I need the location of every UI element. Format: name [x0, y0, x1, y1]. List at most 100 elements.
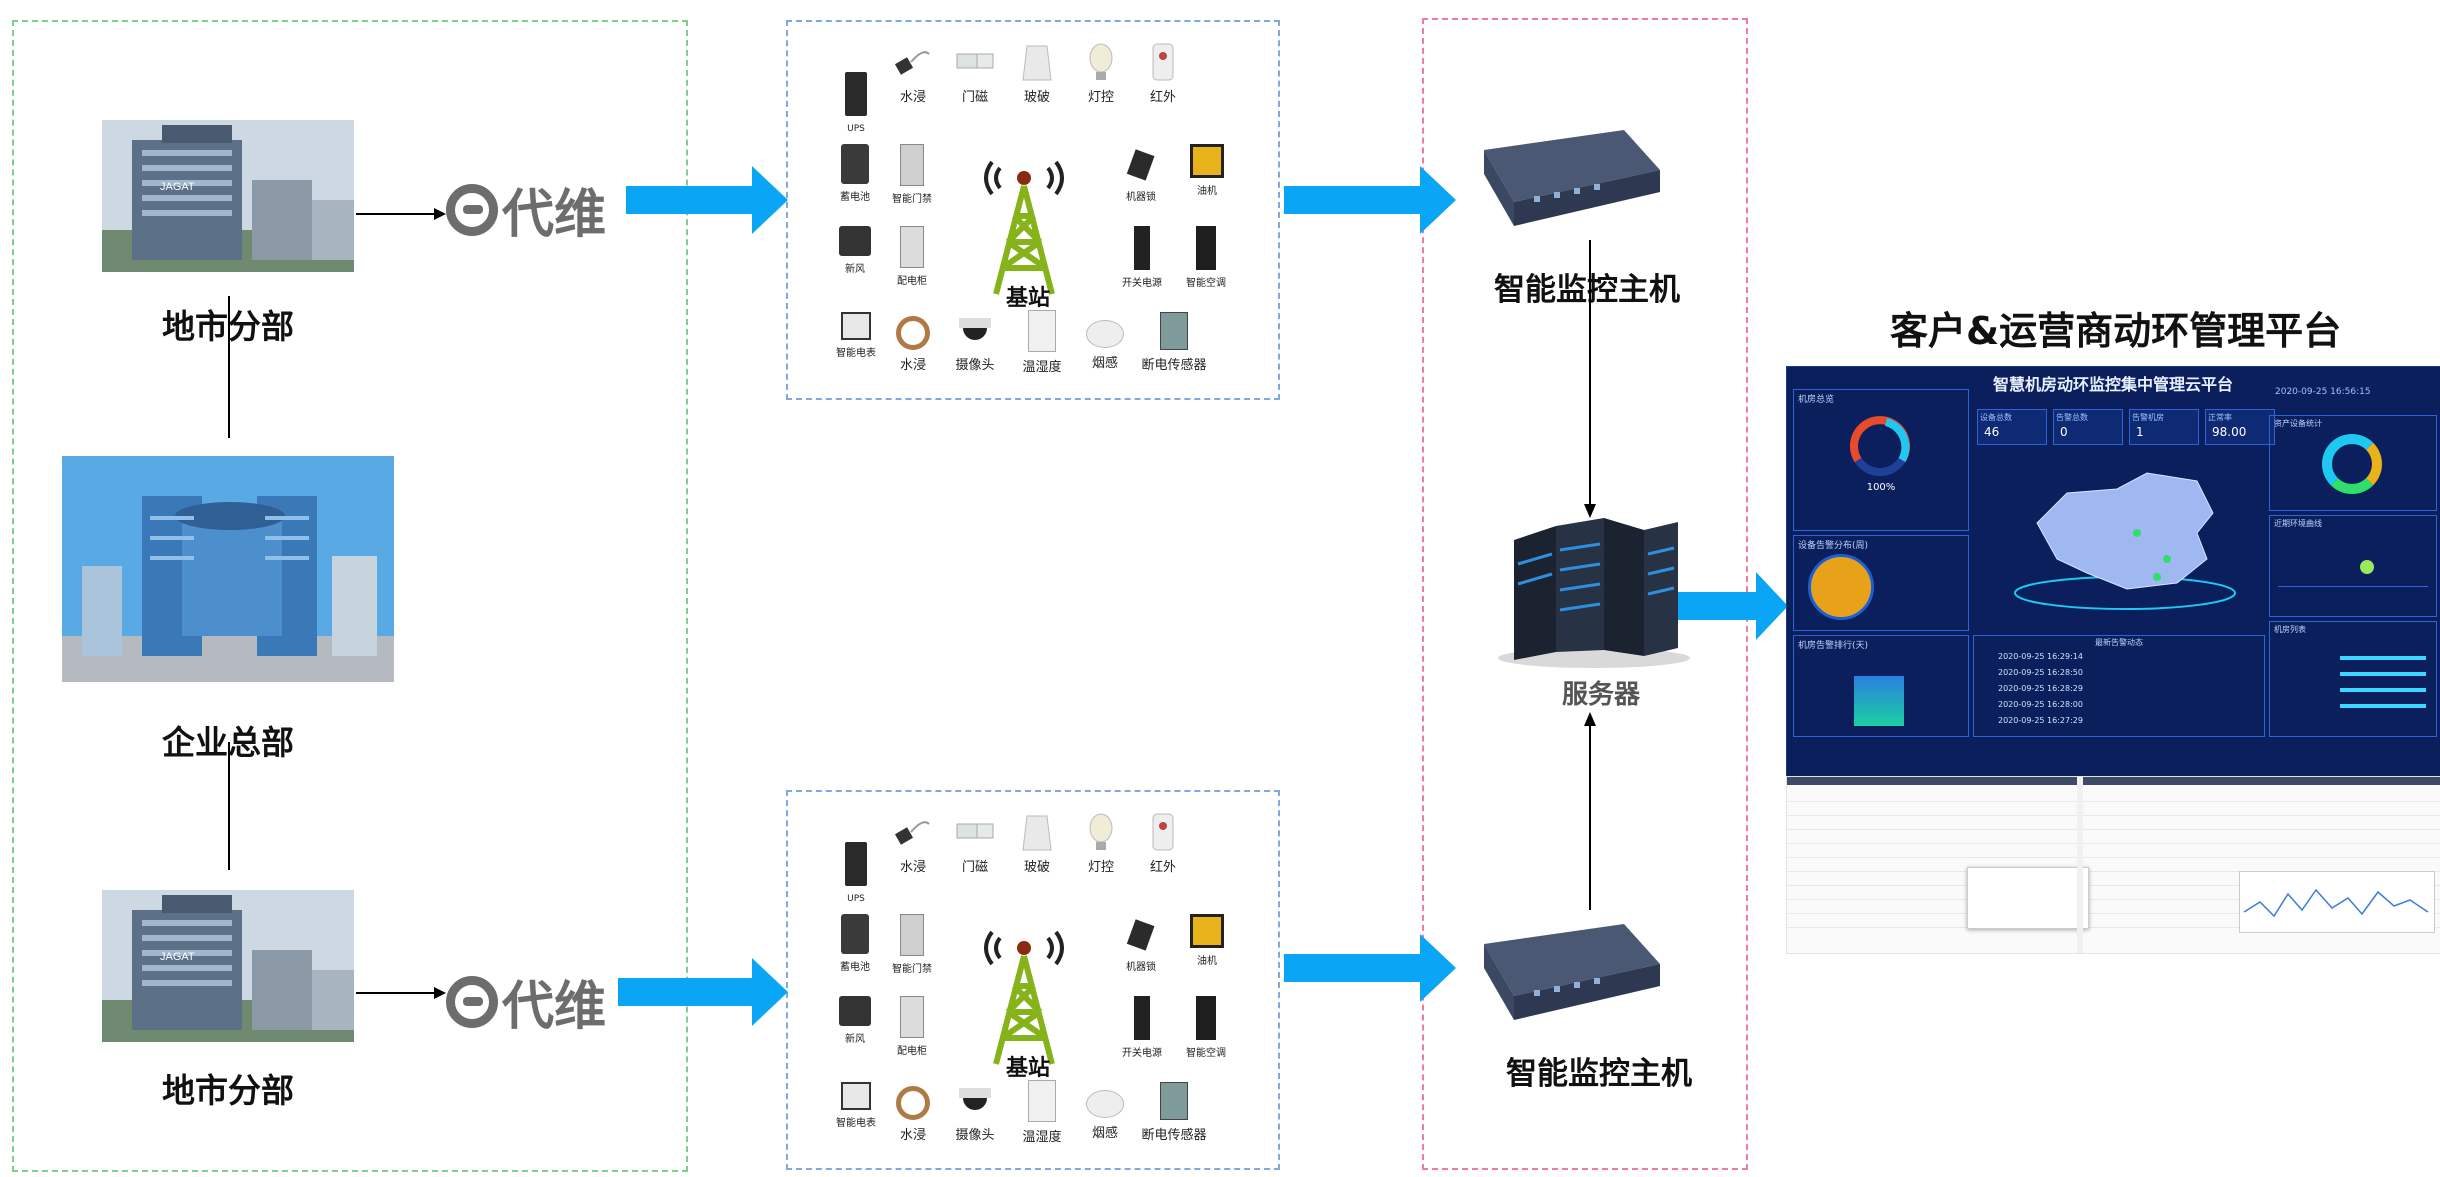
branch-building-bottom: JAGAT — [102, 890, 354, 1042]
panel-room-overview: 机房总览 100% — [1793, 389, 1969, 531]
device-smoke-sensor: 烟感 — [1080, 320, 1130, 371]
device-generator: 油机 — [1182, 914, 1232, 968]
blue-arrow-logo-bottom — [618, 958, 788, 1026]
branch-frame — [12, 20, 688, 1172]
arrow-to-logo-bottom — [356, 987, 446, 999]
connector-line-bottom — [228, 742, 230, 870]
donut — [2322, 434, 2382, 494]
dashboard-datetime: 2020-09-25 16:56:15 — [2275, 387, 2371, 397]
base-station-tower-icon — [974, 928, 1074, 1068]
station-label: 基站 — [1005, 1056, 1050, 1081]
device-battery: 蓄电池 — [830, 914, 880, 974]
monitor-host-label-top: 智能监控主机 — [1494, 272, 1680, 308]
device-distribution-cabinet: 配电柜 — [882, 996, 942, 1058]
kpi-alarm-rooms: 告警机房 1 — [2129, 409, 2199, 445]
device-water-sensor-2: 水浸 — [888, 1086, 938, 1143]
kpi-alarm-total: 告警总数 0 — [2053, 409, 2123, 445]
device-water-sensor-2: 水浸 — [888, 316, 938, 373]
daiwei-logo-bottom: 代维 — [446, 964, 606, 1039]
device-temp-humidity: 温湿度 — [1012, 310, 1072, 375]
gauge-value: 100% — [1866, 482, 1896, 493]
kpi-normal-rate: 正常率 98.00 — [2205, 409, 2275, 445]
alarm-row: 2020-09-25 16:29:14 — [1998, 652, 2083, 661]
station-label: 基站 — [1005, 286, 1050, 311]
device-generator: 油机 — [1182, 144, 1232, 198]
device-glass-break: 玻破 — [1012, 42, 1062, 105]
device-power-off-sensor: 断电传感器 — [1134, 1082, 1214, 1143]
device-smart-meter: 智能电表 — [826, 312, 886, 360]
device-fresh-air: 新风 — [830, 226, 880, 276]
hq-building — [62, 456, 394, 682]
server-label: 服务器 — [1561, 680, 1640, 710]
monitor-host-device-top — [1474, 130, 1664, 240]
device-smart-meter: 智能电表 — [826, 1082, 886, 1130]
alarm-row: 2020-09-25 16:28:29 — [1998, 684, 2083, 693]
device-frame-bottom — [786, 790, 1280, 1170]
panel-asset-stats: 资产设备统计 — [2269, 415, 2437, 511]
panel-environment-curve: 近期环境曲线 — [2269, 515, 2437, 617]
device-frame-top — [786, 20, 1280, 400]
panel-alarm-distribution: 设备告警分布(周) — [1793, 535, 1969, 631]
dashboard-title: 智慧机房动环监控集中管理云平台 — [1992, 375, 2233, 394]
logo-text: 代维 — [502, 185, 607, 245]
daiwei-mark-icon — [446, 183, 498, 236]
device-robot-lock: 机器锁 — [1116, 914, 1166, 974]
monitor-host-device-bottom — [1474, 924, 1664, 1034]
base-station-tower-icon — [974, 158, 1074, 298]
device-door-magnet: 门磁 — [950, 812, 1000, 875]
device-robot-lock: 机器锁 — [1116, 144, 1166, 204]
device-ups: UPS — [836, 842, 876, 905]
blue-arrow-devices-bottom — [1284, 934, 1456, 1002]
device-water-sensor: 水浸 — [888, 812, 938, 875]
alarm-row: 2020-09-25 16:28:50 — [1998, 668, 2083, 677]
arrow-to-logo-top — [356, 208, 446, 220]
device-light-control: 灯控 — [1076, 42, 1126, 105]
blue-arrow-server — [1668, 572, 1788, 640]
device-water-sensor: 水浸 — [888, 42, 938, 105]
china-map — [2007, 463, 2243, 613]
daiwei-mark-icon — [446, 975, 498, 1028]
connector-line-top — [228, 296, 230, 438]
mini-line-chart — [2239, 871, 2435, 933]
device-temp-humidity: 温湿度 — [1012, 1080, 1072, 1145]
device-smart-ac: 智能空调 — [1176, 226, 1236, 290]
dashboard-screen: 智慧机房动环监控集中管理云平台 2020-09-25 16:56:15 机房总览… — [1786, 366, 2440, 778]
svg-text:JAGAT: JAGAT — [160, 951, 195, 963]
device-door-magnet: 门磁 — [950, 42, 1000, 105]
daiwei-logo-top: 代维 — [446, 172, 606, 247]
pie — [1808, 554, 1874, 620]
svg-text:JAGAT: JAGAT — [160, 181, 195, 193]
device-switch-power: 开关电源 — [1114, 996, 1170, 1060]
blue-arrow-devices-top — [1284, 166, 1456, 234]
alarm-row: 2020-09-25 16:28:00 — [1998, 700, 2083, 709]
alarm-row: 2020-09-25 16:27:29 — [1998, 716, 2083, 725]
device-power-off-sensor: 断电传感器 — [1134, 312, 1214, 373]
logo-text: 代维 — [502, 977, 607, 1037]
device-distribution-cabinet: 配电柜 — [882, 226, 942, 288]
server-rack-icon — [1494, 500, 1694, 670]
device-access-control: 智能门禁 — [882, 144, 942, 206]
arrow-host-bottom-to-server — [1584, 712, 1596, 910]
panel-room-list: 机房列表 — [2269, 621, 2437, 737]
monitor-host-label-bottom: 智能监控主机 — [1506, 1056, 1692, 1092]
device-smart-ac: 智能空调 — [1176, 996, 1236, 1060]
device-camera: 摄像头 — [950, 316, 1000, 373]
kpi-device-total: 设备总数 46 — [1977, 409, 2047, 445]
device-ups: UPS — [836, 72, 876, 135]
device-smoke-sensor: 烟感 — [1080, 1090, 1130, 1141]
gauge — [1848, 414, 1912, 478]
device-grid-top: UPS 水浸 门磁 玻破 灯控 红外 蓄电池 智能门禁 机器锁 油机 新风 — [786, 20, 1276, 396]
device-infrared: 红外 — [1138, 42, 1188, 105]
device-access-control: 智能门禁 — [882, 914, 942, 976]
table-screenshot-collage — [1786, 776, 2440, 954]
branch-label-bottom: 地市分部 — [162, 1071, 294, 1110]
device-fresh-air: 新风 — [830, 996, 880, 1046]
panel-latest-alarms: 最新告警动态 2020-09-25 16:29:14 2020-09-25 16… — [1973, 635, 2265, 737]
device-glass-break: 玻破 — [1012, 812, 1062, 875]
device-switch-power: 开关电源 — [1114, 226, 1170, 290]
panel-alarm-ranking: 机房告警排行(天) — [1793, 635, 1969, 737]
device-infrared: 红外 — [1138, 812, 1188, 875]
device-camera: 摄像头 — [950, 1086, 1000, 1143]
platform-title: 客户&运营商动环管理平台 — [1890, 309, 2342, 353]
branch-building-top: JAGAT — [102, 120, 354, 272]
